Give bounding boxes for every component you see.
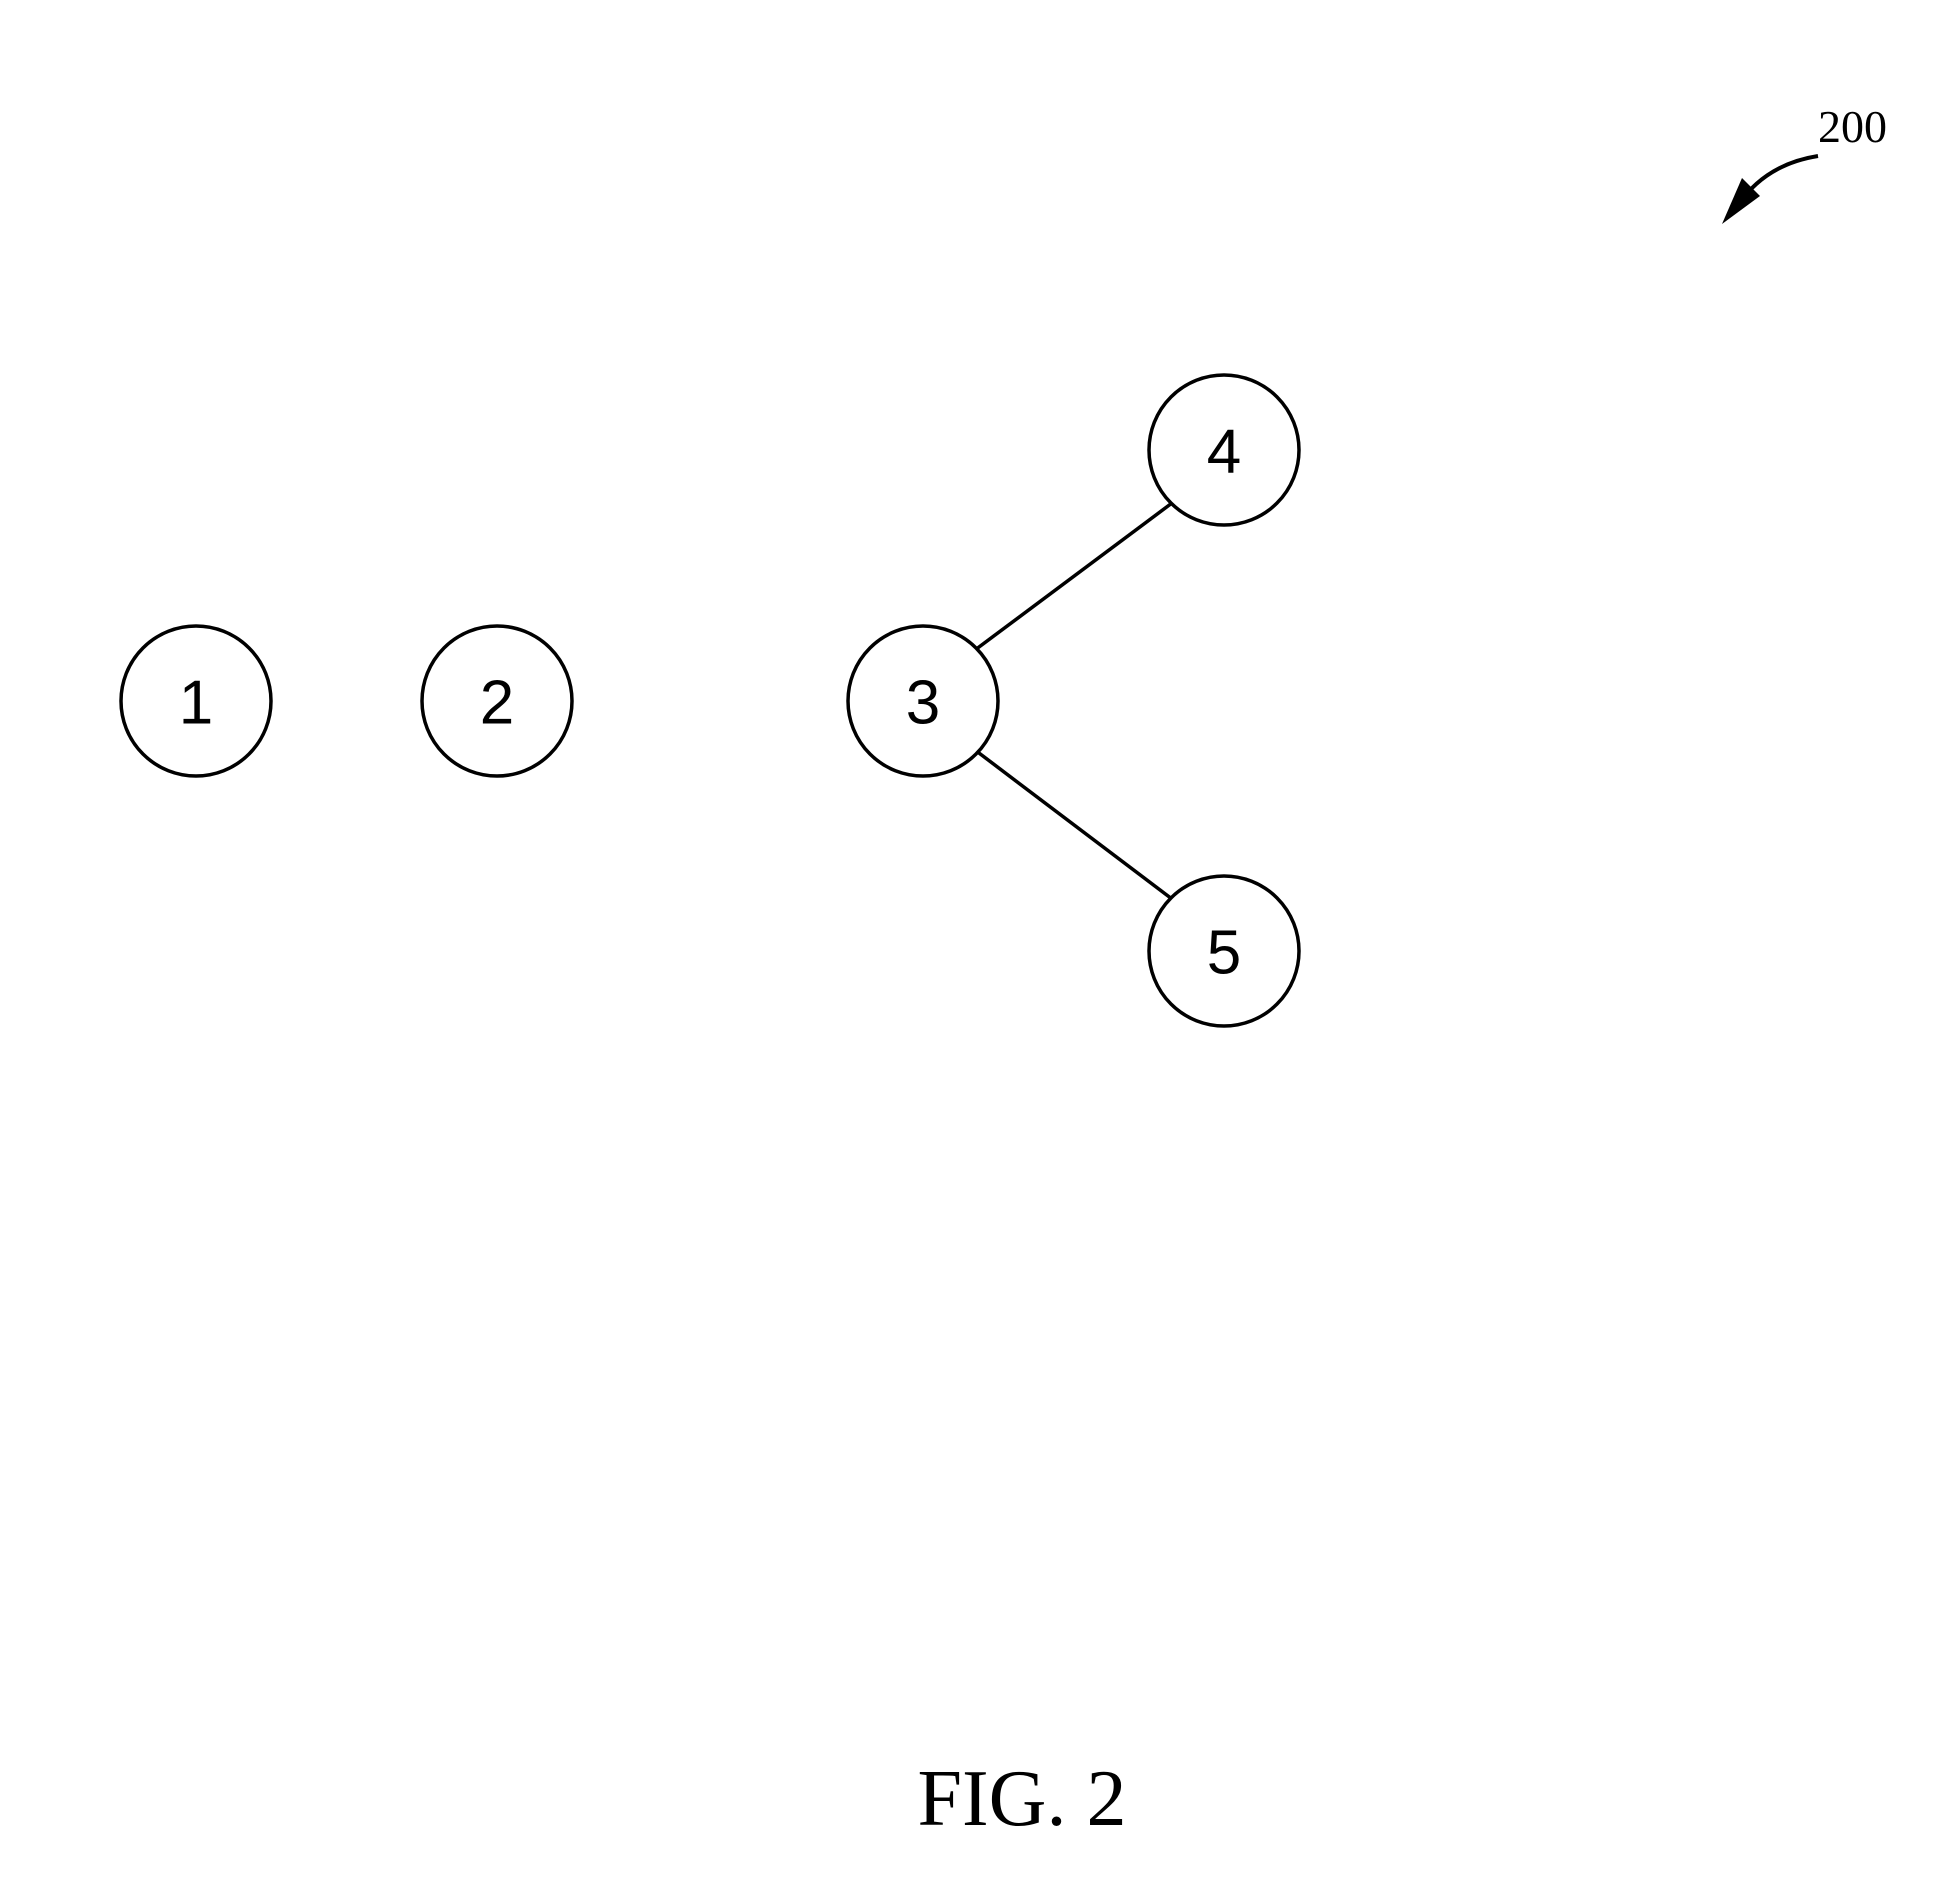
node-2: 2 (422, 626, 572, 776)
node-4: 4 (1149, 375, 1299, 525)
nodes: 1 2 3 4 5 (121, 375, 1299, 1026)
node-1: 1 (121, 626, 271, 776)
node-2-label: 2 (480, 669, 514, 738)
reference-indicator: 200 (1722, 101, 1887, 224)
node-5-label: 5 (1207, 919, 1241, 988)
node-4-label: 4 (1207, 418, 1241, 487)
node-3: 3 (848, 626, 998, 776)
edges (975, 503, 1172, 899)
edge-3-5 (975, 750, 1172, 899)
figure-caption: FIG. 2 (918, 1755, 1127, 1843)
node-3-label: 3 (906, 669, 940, 738)
edge-3-4 (975, 503, 1172, 650)
node-1-label: 1 (179, 669, 213, 738)
node-5: 5 (1149, 876, 1299, 1026)
reference-number: 200 (1818, 101, 1887, 152)
